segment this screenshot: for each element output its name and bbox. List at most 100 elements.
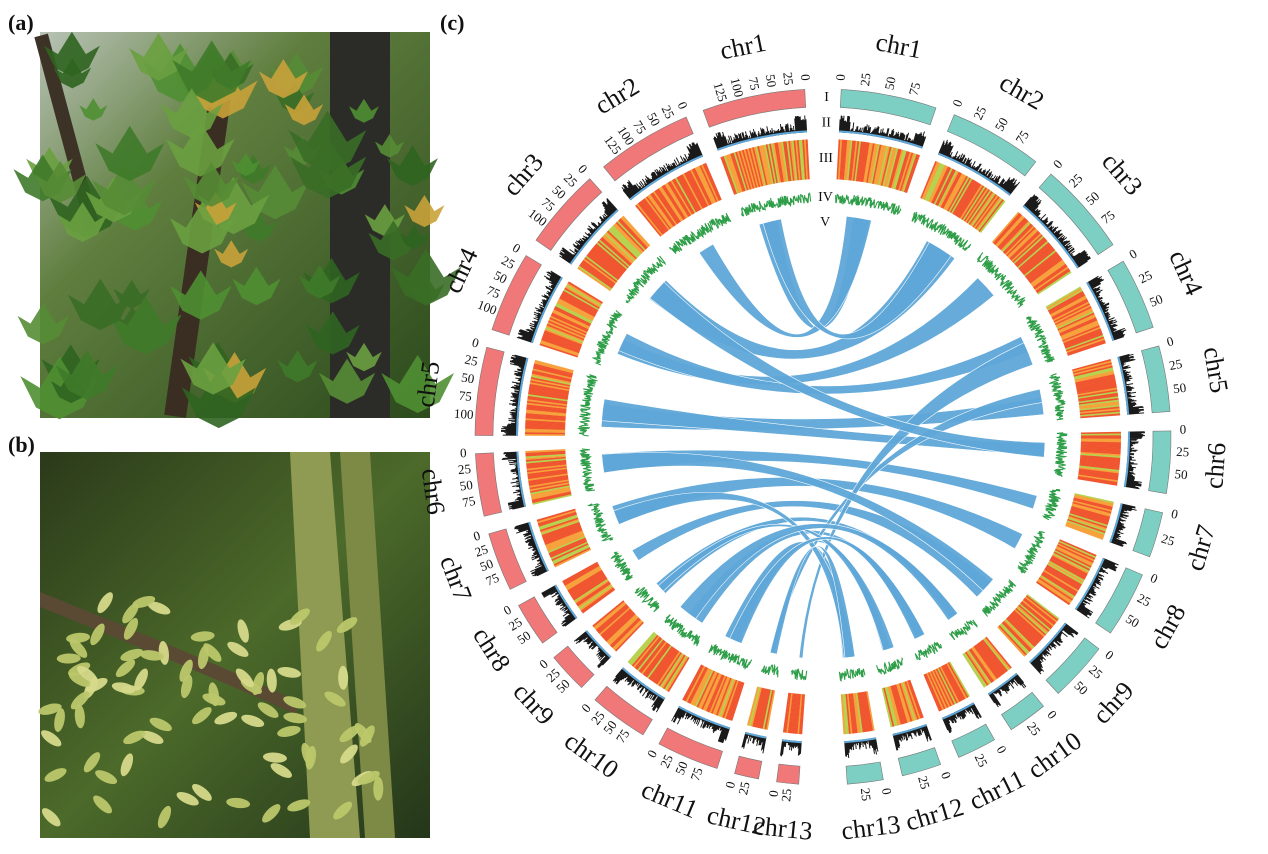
synteny-link [769,545,856,659]
density-line [1026,316,1056,363]
samara-shape [69,638,88,658]
chromosome-label-left-chr11: chr11 [637,775,702,824]
leaf-shape [239,211,278,242]
chromosome-label-right-chr13: chr13 [840,810,902,846]
heatmap-track [836,139,921,194]
samara-shape [277,725,301,737]
samara-shape [316,630,332,652]
tick-label: 25 [1136,267,1154,286]
heatmap-track [720,139,810,195]
leaf-shape [34,160,87,203]
ideogram-band [776,763,801,785]
histogram-base [516,357,529,436]
samara-shape [283,712,308,724]
samara-shape [70,691,90,710]
tick-label: 25 [1086,662,1106,682]
tick-label: 0 [501,602,514,618]
samara-shape [149,717,172,732]
panel-label-b: (b) [8,432,35,457]
samara-shape [266,668,277,693]
gene-density-histogram [501,451,527,510]
tick-label: 0 [722,780,738,790]
density-line [634,587,660,613]
sector-right-chr8 [1017,531,1143,634]
tick-label: 25 [858,787,874,802]
tick-label: 0 [575,161,590,176]
tick-label: 0 [994,743,1010,756]
sector-right-chr2 [911,114,1037,251]
gene-density-histogram [1109,503,1137,547]
histogram-base [781,739,802,744]
sector-left-chr7 [488,503,614,590]
samara-shape [235,668,254,688]
samara-shape [97,592,113,614]
samara-shape [44,768,67,782]
ideogram-band [603,116,694,182]
chromosome-label-right-chr4: chr4 [1163,246,1208,300]
density-line [1053,432,1068,477]
tick-label: 0 [1148,570,1160,586]
tick-label: 125 [710,80,730,103]
samara-shape [41,730,62,747]
tick-label: 25 [970,104,989,122]
gene-density-histogram [514,521,549,577]
leaf-shape [298,264,341,299]
heatmap-track [997,594,1060,657]
tick-label: 75 [461,493,477,510]
density-line [579,448,595,492]
leaf-shape [172,40,251,104]
leaf-shape [95,125,165,182]
samara-shape [324,691,346,707]
sector-left-chr4 [491,255,623,366]
samara-shape [74,704,85,729]
tick-label: 25 [1168,356,1184,373]
samara-shape [197,645,209,670]
histogram-base [621,667,666,700]
tick-label: 0 [644,747,660,760]
histogram-base [987,672,1018,696]
tick-label: 50 [672,759,691,777]
samara-shape [38,703,62,715]
sector-right-chr10 [948,619,1044,731]
ideogram-band [951,723,995,758]
leaf-shape [180,342,246,395]
tick-label: 25 [735,780,752,796]
samara-shape [85,677,108,693]
samara-shape [237,619,249,643]
ideogram-band [1141,345,1171,414]
ideogram-band [474,346,505,436]
tick-label: 25 [1135,590,1153,609]
density-line [790,667,808,681]
histogram-base [1109,503,1123,543]
samara-shape [214,711,238,725]
heatmap-track [920,160,1006,234]
track-label-V: V [820,215,830,230]
tick-label: 50 [1147,291,1165,310]
tick-label: 25 [659,103,678,121]
ideogram-band [1045,637,1100,694]
samara-shape [339,725,360,743]
ideogram-band [658,727,723,769]
density-line [760,663,779,678]
samara-shape [123,730,146,745]
sector-right-chr9 [981,579,1100,694]
tick-label: 0 [460,445,467,460]
density-line [981,579,1017,617]
heatmap-track [881,679,924,728]
samara-shape [140,730,164,744]
leaf-shape [92,164,156,216]
tick-label: 25 [915,774,933,791]
tick-label: 0 [1170,506,1180,522]
tick-label: 50 [1083,188,1103,208]
histogram-base [1086,281,1115,341]
density-line [1048,373,1066,421]
leaf-shape [55,349,119,400]
synteny-link [611,477,1024,550]
chromosome-label-left-chr8: chr8 [467,622,516,677]
histogram-base [1117,356,1130,415]
samara-shape [338,665,349,690]
tick-label: 25 [780,71,796,85]
density-line [948,619,978,641]
chromosome-label-left-chr6: chr6 [416,467,451,517]
heatmap-track [592,600,644,652]
